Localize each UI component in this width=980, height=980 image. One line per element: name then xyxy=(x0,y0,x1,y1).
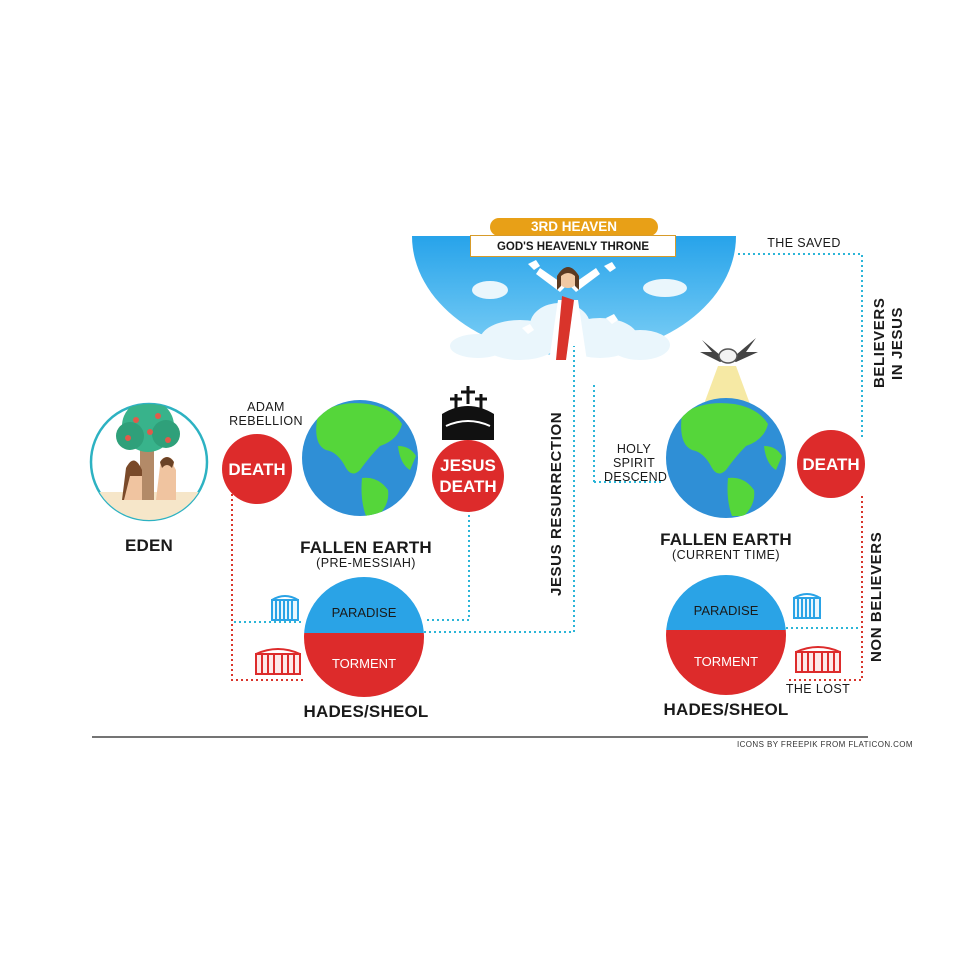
jesus-figure-icon xyxy=(536,267,600,368)
hades-sheol-right-label: HADES/SHEOL xyxy=(663,700,789,719)
heaven-subtitle-banner: GOD'S HEAVENLY THRONE xyxy=(470,235,676,257)
jesus-label: JESUS xyxy=(440,456,496,475)
teal-connectors xyxy=(231,253,863,633)
death-circle-right: DEATH xyxy=(797,430,865,498)
paradise-gate-left-icon xyxy=(271,595,299,621)
torment-gate-left-icon xyxy=(255,648,301,675)
adam-label: ADAM xyxy=(247,400,285,414)
jesus-resurrection-label: JESUS RESURRECTION xyxy=(548,411,565,596)
fallen-earth-pre-messiah-globe xyxy=(302,400,418,516)
the-saved-label: THE SAVED xyxy=(767,236,841,250)
death-label-right: DEATH xyxy=(802,454,860,474)
fallen-earth-left-title: FALLEN EARTH xyxy=(300,538,432,557)
the-lost-label: THE LOST xyxy=(785,682,851,696)
fallen-earth-right-subtitle: (CURRENT TIME) xyxy=(672,548,780,562)
spirit-label: SPIRIT xyxy=(612,456,656,470)
torment-gate-right-icon xyxy=(795,646,841,673)
death-circle-left: DEATH xyxy=(222,434,292,504)
hades-sheol-left-label: HADES/SHEOL xyxy=(303,702,429,721)
eden-label: EDEN xyxy=(124,536,174,555)
torment-label-left: TORMENT xyxy=(331,656,397,671)
fallen-earth-right-title: FALLEN EARTH xyxy=(660,530,792,549)
believers-label: BELIEVERS xyxy=(871,297,888,388)
hades-sheol-right-circle xyxy=(666,575,786,695)
death-label-left: DEATH xyxy=(228,459,286,479)
hades-sheol-left-circle xyxy=(304,577,424,697)
red-connectors xyxy=(231,494,863,681)
paradise-label-right: PARADISE xyxy=(693,603,759,618)
holy-label: HOLY xyxy=(616,442,652,456)
tomb-with-crosses-icon xyxy=(442,386,494,440)
paradise-label-left: PARADISE xyxy=(331,605,397,620)
fallen-earth-current-globe xyxy=(666,398,786,518)
eden-illustration xyxy=(89,402,209,522)
fallen-earth-left-subtitle: (PRE-MESSIAH) xyxy=(316,556,416,570)
torment-label-right: TORMENT xyxy=(693,654,759,669)
paradise-gate-right-icon xyxy=(793,593,821,619)
descend-label: DESCEND xyxy=(604,470,668,484)
icon-credit-footer: ICONS BY FREEPIK FROM FLATICON.COM xyxy=(737,740,913,749)
rebellion-label: REBELLION xyxy=(229,414,303,428)
holy-spirit-dove-icon xyxy=(700,338,758,404)
heaven-title-banner: 3RD HEAVEN xyxy=(490,218,658,236)
in-jesus-label: IN JESUS xyxy=(889,306,906,380)
dove-icon xyxy=(522,260,618,334)
non-believers-label: NON BELIEVERS xyxy=(868,531,885,662)
death-label-jesus: DEATH xyxy=(439,477,497,496)
jesus-death-circle: JESUS DEATH xyxy=(432,440,504,512)
heaven-dome xyxy=(412,236,736,368)
